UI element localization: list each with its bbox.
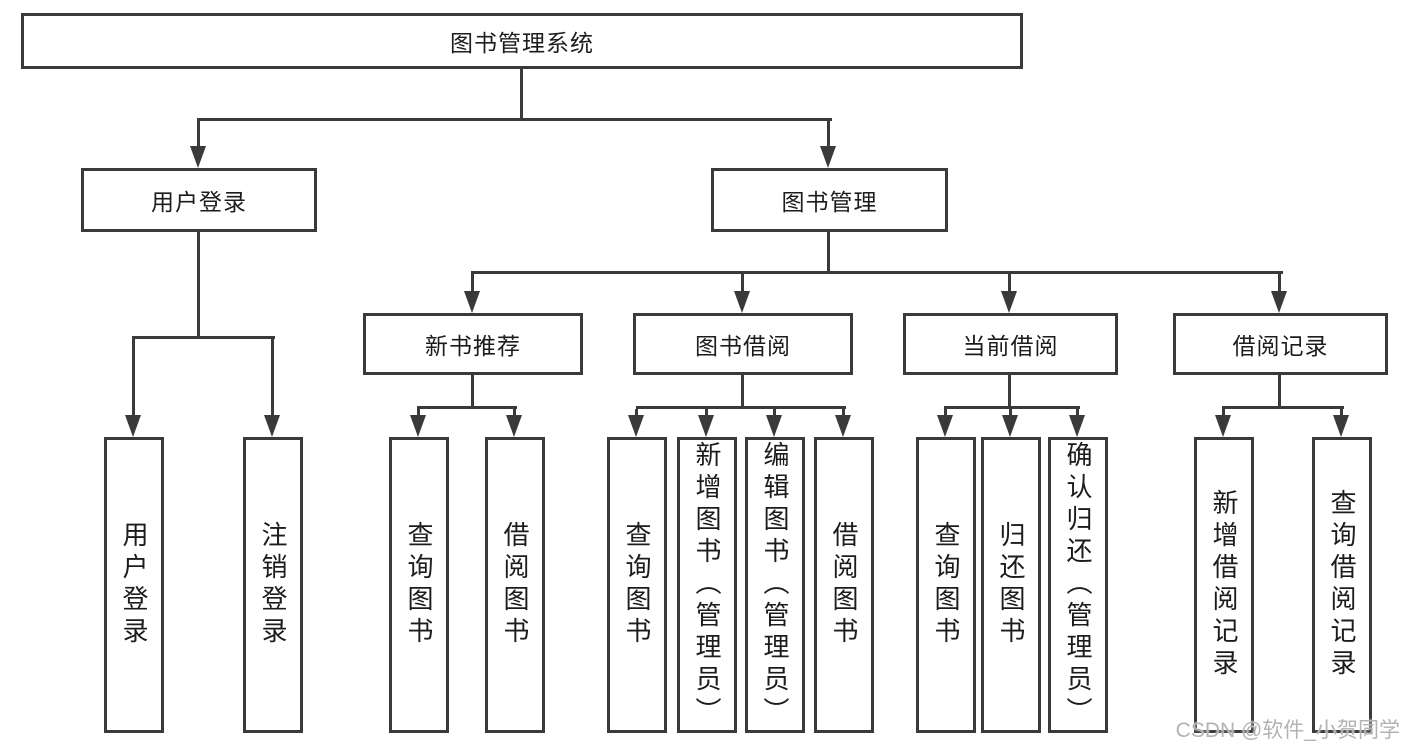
arrow-down-icon — [1333, 409, 1350, 437]
arrow-down-icon — [264, 339, 281, 437]
node-book-management: 图书管理 — [711, 168, 948, 232]
connector-root-bar — [197, 118, 832, 121]
node-current-borrow: 当前借阅 — [903, 313, 1118, 375]
arrow-down-icon — [125, 339, 142, 437]
arrow-down-icon — [835, 409, 852, 437]
leaf-query-books-3: 查询图书 — [916, 437, 976, 733]
leaf-confirm-return-admin: 确认归还（管理员） — [1048, 437, 1108, 733]
leaf-query-borrow-record-label: 查询借阅记录 — [1327, 489, 1357, 681]
connector-records-stem — [1278, 374, 1281, 409]
leaf-add-borrow-record-label: 新增借阅记录 — [1209, 489, 1239, 681]
leaf-add-borrow-record: 新增借阅记录 — [1194, 437, 1254, 733]
leaf-query-books-1-label: 查询图书 — [404, 521, 434, 649]
arrow-down-icon — [190, 121, 207, 168]
arrow-down-icon — [698, 409, 715, 437]
connector-records-bar — [1222, 406, 1344, 409]
connector-book-stem — [827, 231, 830, 274]
node-book-borrow: 图书借阅 — [633, 313, 853, 375]
arrow-down-icon — [628, 409, 645, 437]
leaf-query-borrow-record: 查询借阅记录 — [1312, 437, 1372, 733]
leaf-query-books-3-label: 查询图书 — [931, 521, 961, 649]
node-book-management-label: 图书管理 — [781, 189, 878, 215]
arrow-down-icon — [1215, 409, 1232, 437]
leaf-return-books-label: 归还图书 — [996, 521, 1026, 649]
node-user-login-label: 用户登录 — [151, 189, 247, 215]
leaf-query-books-2: 查询图书 — [607, 437, 667, 733]
arrow-down-icon — [820, 121, 837, 168]
connector-recommend-bar — [417, 406, 517, 409]
node-user-login: 用户登录 — [81, 168, 317, 232]
leaf-edit-books-admin-label: 编辑图书（管理员） — [760, 441, 790, 729]
leaf-confirm-return-admin-label: 确认归还（管理员） — [1063, 441, 1093, 729]
connector-borrow-stem — [741, 374, 744, 409]
arrow-down-icon — [1002, 409, 1019, 437]
connector-current-bar — [944, 406, 1080, 409]
leaf-logout-label: 注销登录 — [258, 521, 288, 649]
arrow-down-icon — [464, 274, 481, 313]
connector-book-bar — [471, 271, 1283, 274]
arrow-down-icon — [766, 409, 783, 437]
arrow-down-icon — [410, 409, 427, 437]
leaf-logout: 注销登录 — [243, 437, 303, 733]
leaf-borrow-books-2-label: 借阅图书 — [829, 521, 859, 649]
arrow-down-icon — [734, 274, 751, 313]
leaf-return-books: 归还图书 — [981, 437, 1041, 733]
leaf-add-books-admin-label: 新增图书（管理员） — [692, 441, 722, 729]
connector-user-bar — [132, 336, 275, 339]
leaf-query-books-2-label: 查询图书 — [622, 521, 652, 649]
arrow-down-icon — [506, 409, 523, 437]
connector-recommend-stem — [471, 374, 474, 409]
leaf-borrow-books-1: 借阅图书 — [485, 437, 545, 733]
node-library-system: 图书管理系统 — [21, 13, 1023, 69]
leaf-borrow-books-1-label: 借阅图书 — [500, 521, 530, 649]
watermark: CSDN @软件_小贺同学 — [1175, 719, 1400, 742]
connector-root-stem — [520, 67, 523, 120]
connector-user-stem — [197, 231, 200, 337]
node-borrow-records: 借阅记录 — [1173, 313, 1388, 375]
node-current-borrow-label: 当前借阅 — [962, 333, 1059, 359]
connector-current-stem — [1008, 374, 1011, 409]
leaf-edit-books-admin: 编辑图书（管理员） — [745, 437, 805, 733]
node-new-book-recommend-label: 新书推荐 — [425, 333, 521, 359]
arrow-down-icon — [1069, 409, 1086, 437]
arrow-down-icon — [1001, 274, 1018, 313]
leaf-query-books-1: 查询图书 — [389, 437, 449, 733]
node-new-book-recommend: 新书推荐 — [363, 313, 583, 375]
leaf-user-login: 用户登录 — [104, 437, 164, 733]
node-borrow-records-label: 借阅记录 — [1232, 333, 1329, 359]
node-library-system-label: 图书管理系统 — [450, 30, 594, 56]
leaf-add-books-admin: 新增图书（管理员） — [677, 437, 737, 733]
arrow-down-icon — [1271, 274, 1288, 313]
arrow-down-icon — [937, 409, 954, 437]
node-book-borrow-label: 图书借阅 — [695, 333, 791, 359]
connector-borrow-bar — [636, 406, 846, 409]
leaf-borrow-books-2: 借阅图书 — [814, 437, 874, 733]
leaf-user-login-label: 用户登录 — [119, 521, 149, 649]
